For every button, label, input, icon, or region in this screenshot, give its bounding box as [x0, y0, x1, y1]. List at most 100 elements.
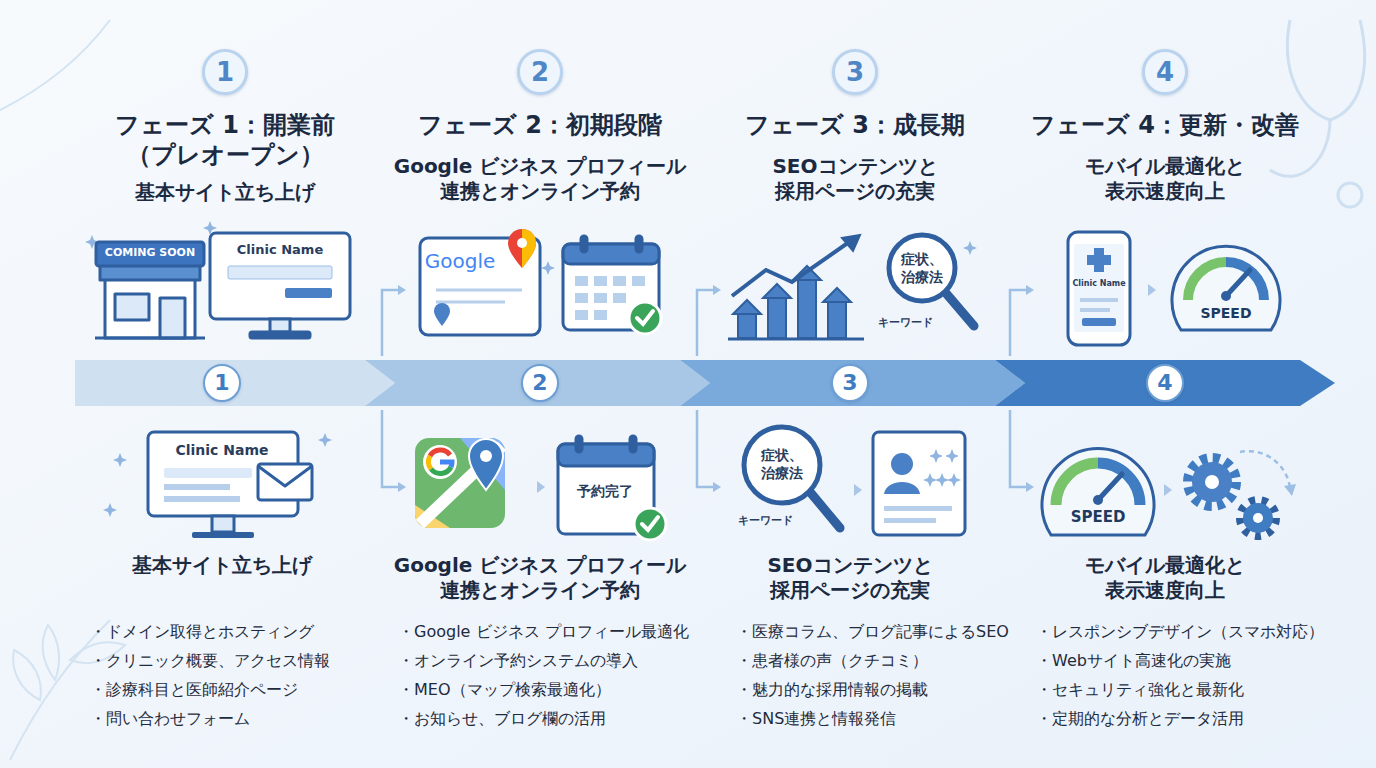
- map-pin: [522, 229, 536, 268]
- timeline-number-circle: 4: [1146, 364, 1184, 402]
- sparkle: [541, 261, 555, 275]
- monitor-icon: [270, 319, 290, 332]
- section-title: SEOコンテンツと 採用ページの充実: [720, 553, 980, 603]
- monitor-icon: [164, 484, 230, 490]
- phase-number: 1: [214, 372, 229, 394]
- speed-gauge-icon: [1098, 463, 1140, 505]
- phone-icon: [1080, 298, 1118, 302]
- calendar-grid: [575, 276, 588, 286]
- screen-text: Clinic Name: [1070, 279, 1128, 289]
- phase-number-circle: 3: [832, 49, 878, 95]
- branch-arrow: [697, 410, 715, 487]
- magnifier-icon: [744, 427, 820, 503]
- screen-text: Clinic Name: [154, 442, 290, 460]
- decor-leaves: [13, 650, 41, 700]
- star-rating: [935, 473, 949, 487]
- speed-gauge-icon: [1042, 449, 1154, 535]
- monitor-icon: [192, 532, 254, 538]
- calendar-icon: [558, 444, 654, 466]
- map-icon: [430, 450, 450, 456]
- timeline-band: [75, 360, 1335, 406]
- star-rating: [929, 449, 943, 463]
- form-field: [228, 266, 332, 279]
- review-card-icon: [884, 482, 920, 494]
- calendar-grid: [594, 310, 607, 320]
- icon-text: 症状、治療法: [899, 251, 945, 286]
- sparkle: [103, 503, 117, 517]
- bullet-item: ・Google ビジネス プロフィール最適化: [398, 622, 689, 642]
- review-card-icon: [884, 518, 936, 523]
- timeline-number-circle: 1: [203, 364, 241, 402]
- growth-chart-icon: [763, 284, 791, 298]
- map-pin: [517, 238, 527, 248]
- calendar-icon: [563, 244, 659, 264]
- branch-arrowhead: [713, 482, 721, 492]
- bullet-item: ・定期的な分析とデータ活用: [1036, 709, 1244, 729]
- phone-icon: [1068, 232, 1130, 345]
- branch-arrowhead: [398, 482, 406, 492]
- bullet-item: ・MEO（マップ検索最適化）: [398, 680, 611, 700]
- storefront-icon: [105, 272, 195, 338]
- phone-icon: [1087, 255, 1111, 265]
- bullet-item: ・問い合わせフォーム: [90, 709, 250, 729]
- envelope-icon: [258, 464, 312, 500]
- branch-arrowhead: [398, 285, 406, 295]
- check-badge: [634, 508, 666, 540]
- branch-arrowhead: [1026, 482, 1034, 492]
- google-card-icon: [436, 289, 522, 292]
- phase-subtitle: 基本サイト立ち上げ: [95, 180, 355, 205]
- magnifier-icon: [744, 427, 840, 528]
- phone-icon: [1080, 308, 1110, 312]
- speed-gauge-icon: [1042, 449, 1154, 535]
- phase-number: 1: [216, 59, 234, 85]
- phase-heading: フェーズ 3：成長期: [715, 110, 995, 140]
- growth-chart-icon: [728, 235, 864, 339]
- branch-arrow: [382, 290, 400, 356]
- small-arrow: [1164, 484, 1172, 496]
- icon-text: 予約完了: [563, 483, 647, 501]
- map-icon: [415, 438, 505, 528]
- section-title: モバイル最適化と 表示速度向上: [1035, 553, 1295, 603]
- map-icon: [423, 445, 457, 479]
- calendar-grid: [575, 293, 588, 303]
- monitor-icon: [164, 496, 240, 502]
- speed-gauge-icon: [1226, 270, 1250, 296]
- phase-subtitle: Google ビジネス プロフィール 連携とオンライン予約: [365, 154, 715, 204]
- magnifier-icon: [810, 492, 840, 528]
- calendar-grid: [594, 293, 607, 303]
- map-pin: [508, 229, 536, 268]
- calendar-icon: [581, 236, 587, 252]
- speed-gauge-icon: [1226, 262, 1264, 300]
- check-badge: [629, 302, 661, 334]
- phase-number: 4: [1156, 59, 1174, 85]
- branch-arrow: [697, 290, 715, 356]
- decor-stethoscope: [1338, 183, 1362, 207]
- check-badge: [642, 517, 658, 530]
- map-icon: [415, 438, 505, 528]
- small-arrow: [537, 481, 545, 493]
- review-card-icon: [891, 453, 913, 475]
- storefront-icon: [96, 242, 204, 266]
- gear-icon: [1253, 513, 1263, 523]
- gear-icon: [1284, 484, 1296, 496]
- decor-leaves: [43, 625, 59, 680]
- timeline-number-circle: 2: [521, 364, 559, 402]
- gear-icon: [1192, 462, 1232, 502]
- magnifier-icon: [889, 235, 974, 326]
- form-field: [285, 288, 332, 298]
- screen-text: Clinic Name: [217, 242, 343, 258]
- timeline-band: [995, 360, 1335, 406]
- gear-icon: [1188, 451, 1296, 536]
- section-title: Google ビジネス プロフィール 連携とオンライン予約: [365, 553, 715, 603]
- gear-icon: [1240, 451, 1290, 488]
- phase-heading: フェーズ 1：開業前 （プレオープン）: [90, 110, 360, 170]
- growth-chart-icon: [823, 288, 851, 302]
- review-card-icon: [884, 506, 952, 511]
- google-card-icon: [434, 303, 450, 326]
- phase-number-circle: 1: [202, 49, 248, 95]
- star-rating: [923, 449, 961, 487]
- bullet-item: ・お知らせ、ブログ欄の活用: [398, 709, 606, 729]
- timeline-number-circle: 3: [831, 364, 869, 402]
- bullet-item: ・レスポンシブデザイン（スマホ対応）: [1036, 622, 1324, 642]
